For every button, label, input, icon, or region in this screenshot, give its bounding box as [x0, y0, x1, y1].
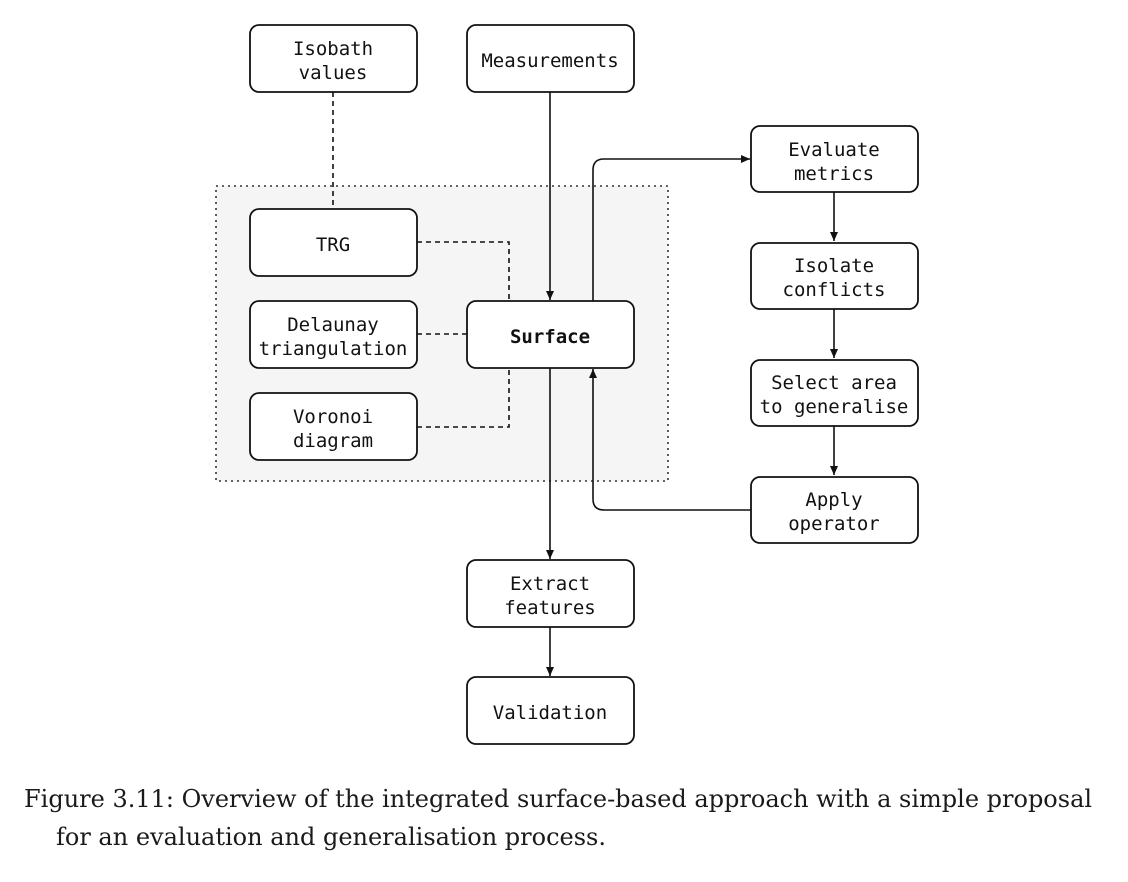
node-measurements: Measurements — [466, 24, 635, 93]
node-apply-operator: Apply operator — [750, 476, 919, 544]
node-label-line: triangulation — [259, 338, 408, 360]
node-label-line: Surface — [510, 326, 590, 348]
node-evaluate-metrics: Evaluate metrics — [750, 125, 919, 193]
node-extract-features: Extract features — [466, 559, 635, 628]
connector-trg-surface — [417, 241, 510, 301]
node-label-line: Select area — [771, 372, 897, 394]
node-surface: Surface — [466, 300, 635, 369]
node-label-line: Isolate — [794, 255, 874, 277]
node-label-line: Evaluate — [788, 139, 880, 161]
node-label-line: Measurements — [481, 50, 618, 72]
flow-diagram: Isobath values Measurements TRG Delaunay… — [215, 24, 919, 745]
node-label-line: Extract — [510, 573, 590, 595]
node-label-line: values — [299, 62, 368, 84]
node-isolate-conflicts: Isolate conflicts — [750, 242, 919, 310]
caption-line-2: for an evaluation and generalisation pro… — [56, 823, 606, 851]
node-voronoi-diagram: Voronoi diagram — [249, 392, 418, 461]
node-delaunay-triangulation: Delaunay triangulation — [249, 300, 418, 369]
node-label-line: features — [504, 597, 596, 619]
node-label-line: metrics — [794, 163, 874, 185]
caption-line-1: Figure 3.11: Overview of the integrated … — [24, 785, 1093, 813]
node-label-line: operator — [788, 513, 880, 535]
node-select-area: Select area to generalise — [750, 359, 919, 427]
node-label-line: Isobath — [293, 38, 373, 60]
node-label-line: Voronoi — [293, 406, 373, 428]
node-label-line: Delaunay — [287, 314, 379, 336]
node-label-line: diagram — [293, 430, 373, 452]
node-label-line: conflicts — [783, 279, 886, 301]
node-label-line: TRG — [316, 234, 350, 256]
node-label-line: to generalise — [760, 396, 909, 418]
connector-voronoi-surface — [417, 368, 510, 428]
arrow-apply-surface — [589, 369, 751, 511]
arrow-surface-evaluate — [592, 155, 750, 301]
node-validation: Validation — [466, 676, 635, 745]
figure-caption: Figure 3.11: Overview of the integrated … — [24, 780, 1114, 856]
node-label-line: Validation — [493, 702, 607, 724]
node-label-line: Apply — [805, 489, 862, 511]
node-isobath-values: Isobath values — [249, 24, 418, 93]
node-trg: TRG — [249, 208, 418, 277]
